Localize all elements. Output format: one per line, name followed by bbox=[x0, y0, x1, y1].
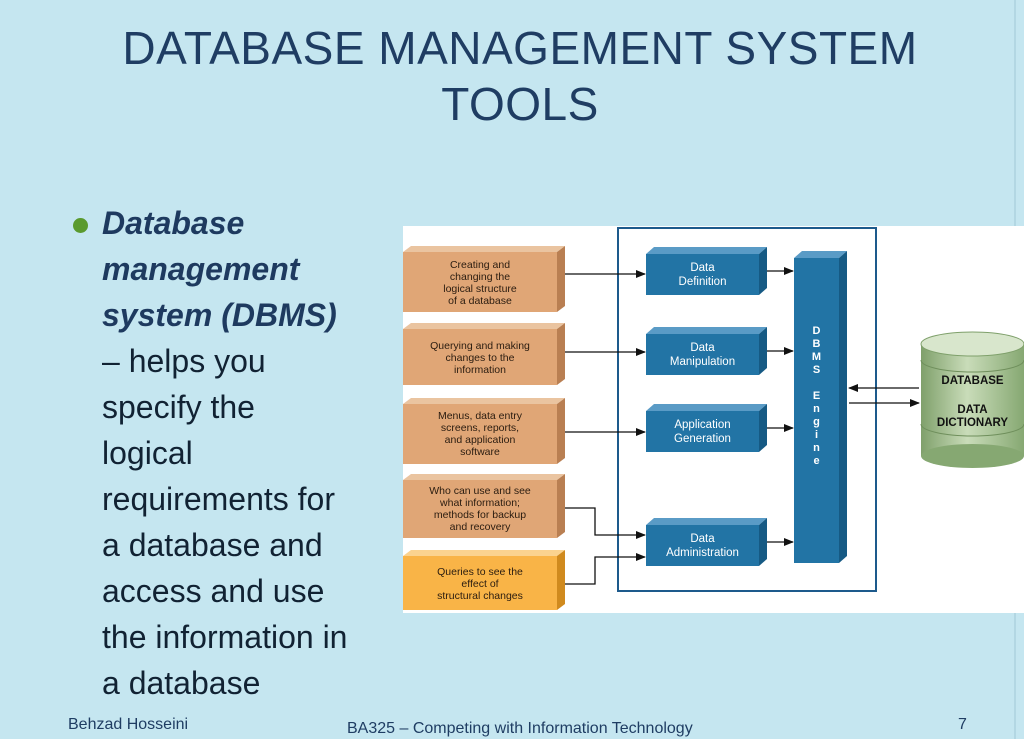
input-text: changes to the bbox=[446, 352, 515, 364]
input-text: Who can use and see bbox=[429, 485, 531, 497]
input-text: logical structure bbox=[443, 283, 517, 295]
database-cylinder-icon: DATABASE DATA DICTIONARY bbox=[920, 331, 1024, 468]
engine-letter: i bbox=[815, 429, 818, 441]
input-text: screens, reports, bbox=[441, 422, 519, 434]
engine-letter: E bbox=[813, 390, 820, 402]
tool-label: Manipulation bbox=[670, 356, 735, 368]
input-box: Querying and making changes to the infor… bbox=[403, 323, 565, 385]
tool-label: Application bbox=[674, 419, 730, 431]
tool-box-data-definition: Data Definition bbox=[646, 247, 767, 295]
tool-box-data-manipulation: Data Manipulation bbox=[646, 327, 767, 375]
bullet-body-line: requirements for bbox=[102, 481, 335, 517]
input-text: effect of bbox=[461, 578, 498, 590]
footer-page-number: 7 bbox=[958, 716, 967, 733]
tool-label: Definition bbox=[679, 276, 727, 288]
diagram-canvas: Creating and changing the logical struct… bbox=[403, 227, 1024, 610]
engine-letter: g bbox=[813, 416, 820, 428]
tool-label: Administration bbox=[666, 547, 739, 559]
bullet-term-line: Database bbox=[102, 205, 245, 241]
tool-label: Data bbox=[690, 262, 715, 274]
input-text: Querying and making bbox=[430, 340, 530, 352]
input-box: Menus, data entry screens, reports, and … bbox=[403, 398, 565, 464]
title-line-2: TOOLS bbox=[441, 78, 599, 130]
input-text: Menus, data entry bbox=[438, 410, 523, 422]
arrow-connector bbox=[565, 507, 646, 539]
tool-box-application-generation: Application Generation bbox=[646, 404, 767, 452]
slide-title: DATABASE MANAGEMENT SYSTEM TOOLS bbox=[40, 20, 1000, 132]
input-text: structural changes bbox=[437, 590, 523, 602]
bullet-body-line: the information in bbox=[102, 619, 348, 655]
dictionary-label: DICTIONARY bbox=[937, 417, 1008, 429]
input-text: changing the bbox=[450, 271, 510, 283]
dbms-engine-column: D B M S E n g i n e bbox=[794, 251, 847, 563]
input-text: information bbox=[454, 364, 506, 376]
input-box: Creating and changing the logical struct… bbox=[403, 246, 565, 312]
input-box: Who can use and see what information; me… bbox=[403, 474, 565, 538]
engine-letter: B bbox=[813, 338, 821, 350]
tool-box-data-administration: Data Administration bbox=[646, 518, 767, 566]
input-text: software bbox=[460, 446, 500, 458]
arrow-connector bbox=[565, 553, 646, 585]
engine-letter: D bbox=[813, 325, 821, 337]
engine-letter: e bbox=[813, 455, 819, 467]
engine-letter: S bbox=[813, 364, 820, 376]
bullet-body-line: logical bbox=[102, 435, 193, 471]
input-text: of a database bbox=[448, 295, 512, 307]
bullet-dot-icon bbox=[73, 218, 88, 233]
input-text: Queries to see the bbox=[437, 566, 523, 578]
input-text: and application bbox=[445, 434, 516, 446]
input-text: and recovery bbox=[450, 521, 511, 533]
bullet-body-line: access and use bbox=[102, 573, 325, 609]
tool-label: Data bbox=[690, 342, 715, 354]
tools-frame bbox=[617, 227, 877, 592]
title-line-1: DATABASE MANAGEMENT SYSTEM bbox=[122, 22, 918, 74]
bullet-term-line: system (DBMS) bbox=[102, 297, 337, 333]
dbms-tools-diagram: Creating and changing the logical struct… bbox=[403, 226, 1024, 613]
input-text: Creating and bbox=[450, 259, 510, 271]
bullet-body-line: a database and bbox=[102, 527, 323, 563]
bullet-body-line: a database bbox=[102, 665, 261, 701]
footer-author: Behzad Hosseini bbox=[68, 716, 189, 733]
dictionary-label: DATA bbox=[957, 404, 987, 416]
engine-letter: M bbox=[812, 351, 821, 363]
tool-label: Data bbox=[690, 533, 715, 545]
input-text: what information; bbox=[439, 497, 520, 509]
database-label: DATABASE bbox=[941, 375, 1004, 387]
footer-course: BA325 – Competing with Information Techn… bbox=[347, 720, 693, 737]
tool-label: Generation bbox=[674, 433, 731, 445]
engine-letter: n bbox=[813, 403, 820, 415]
bullet-body-line: specify the bbox=[102, 389, 255, 425]
bullet-term-line: management bbox=[102, 251, 300, 287]
bullet-text: Database management system (DBMS) – help… bbox=[102, 200, 402, 706]
engine-letter: n bbox=[813, 442, 820, 454]
input-box-highlighted: Queries to see the effect of structural … bbox=[403, 550, 565, 610]
bullet-body-line: – helps you bbox=[102, 343, 266, 379]
input-text: methods for backup bbox=[434, 509, 526, 521]
